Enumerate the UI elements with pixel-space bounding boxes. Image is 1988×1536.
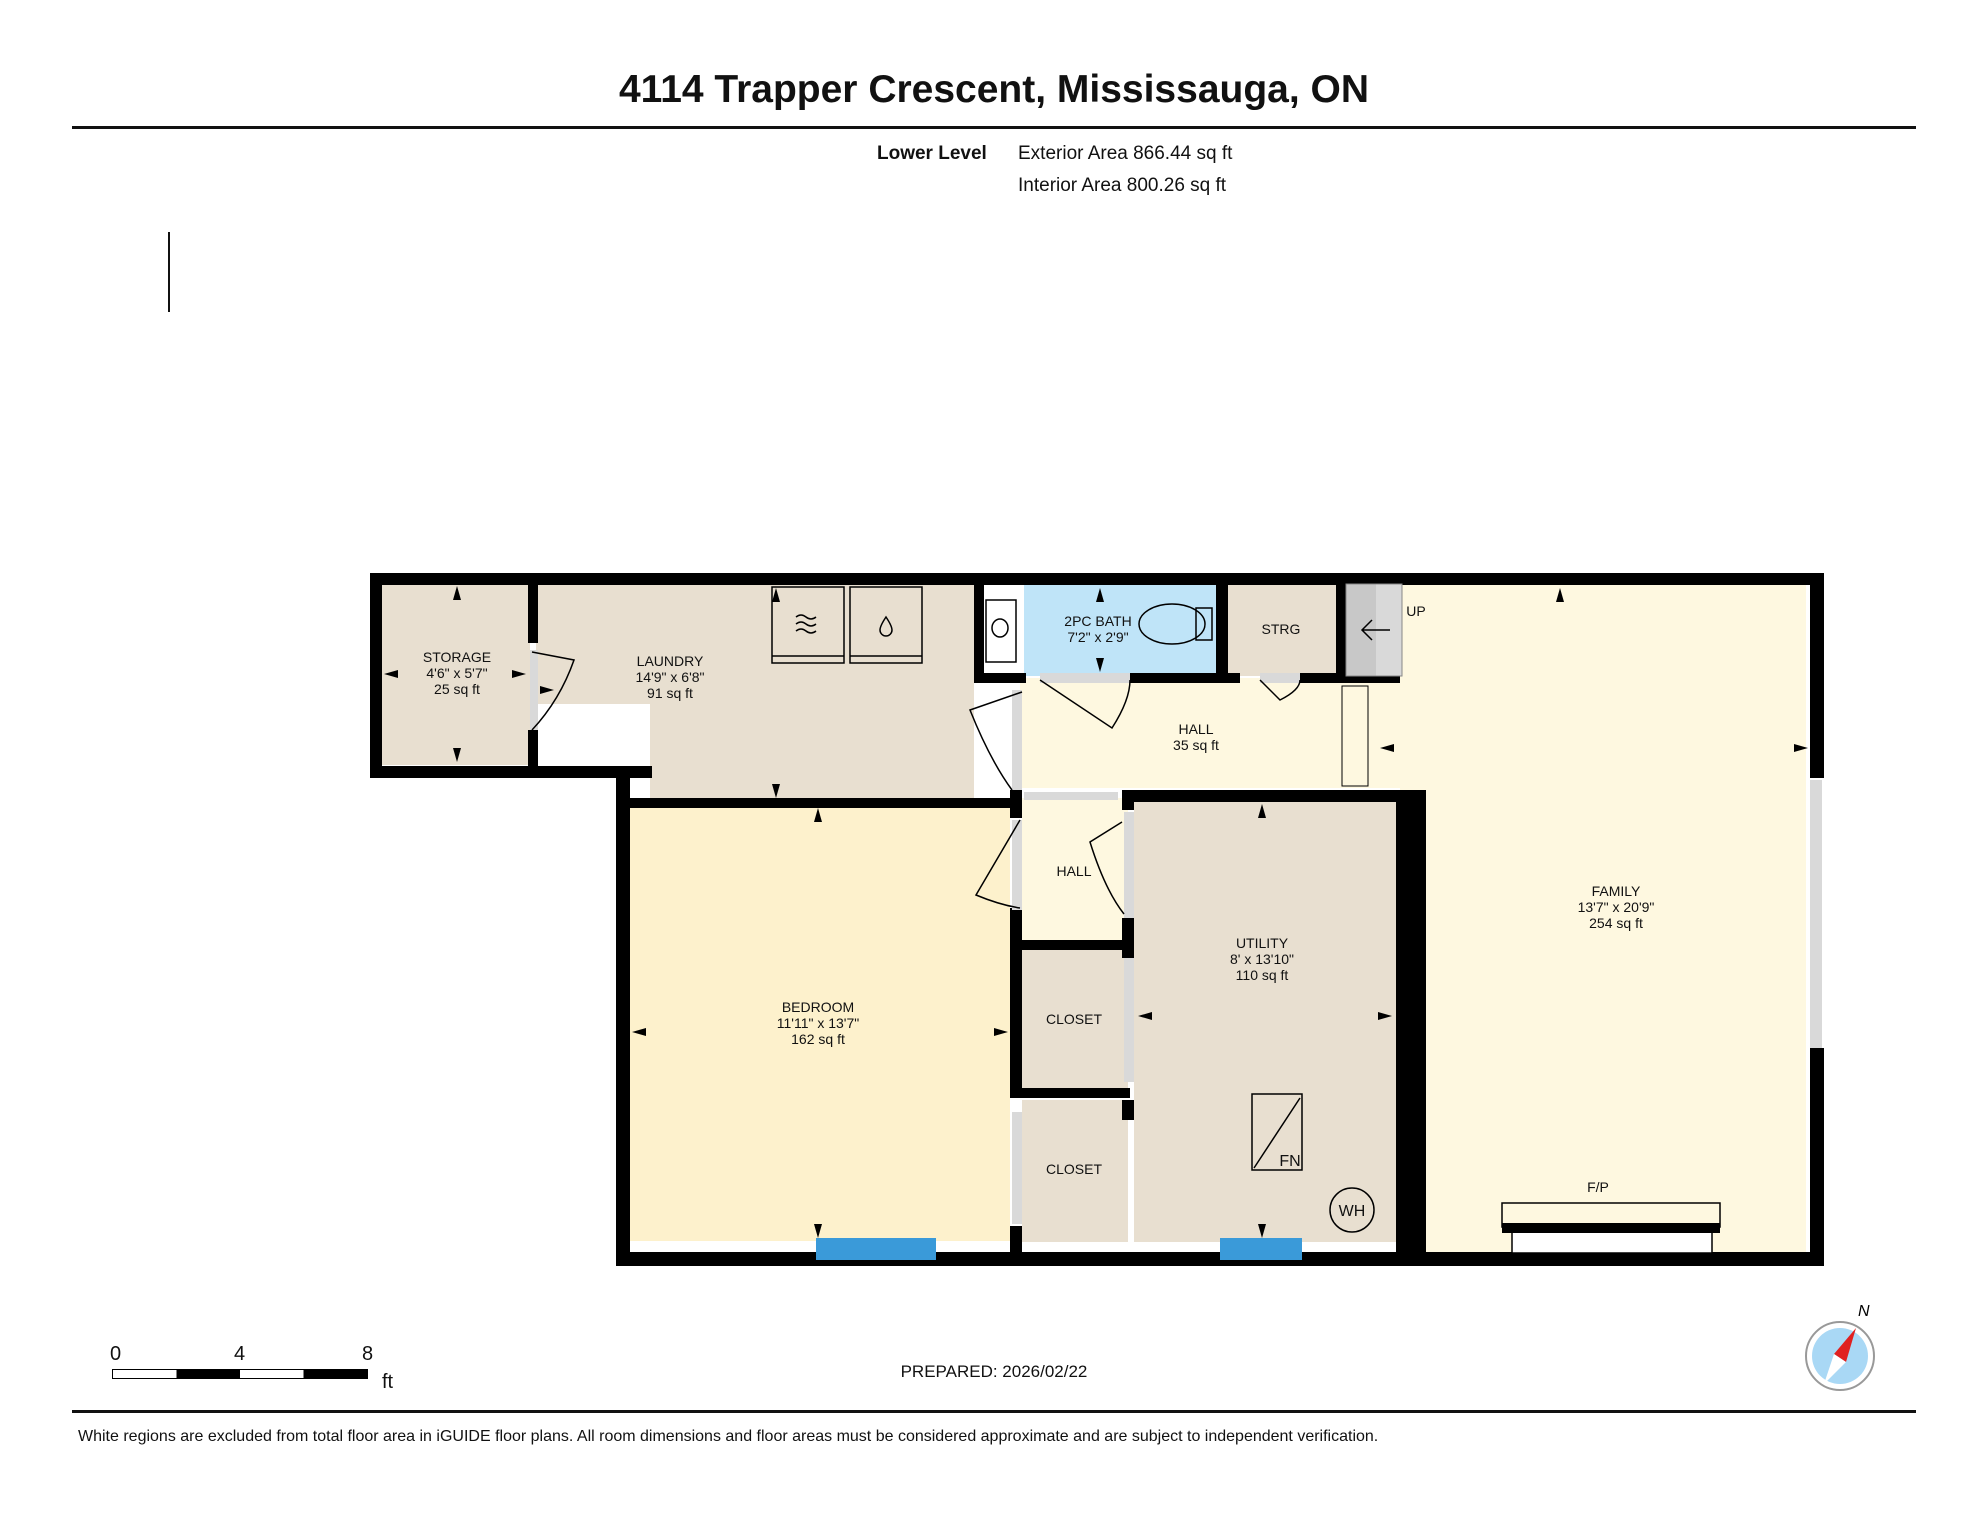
furnace-label: FN — [1279, 1153, 1300, 1170]
interior-area: Interior Area 800.26 sq ft — [1018, 175, 1227, 196]
bath-name: 2PC BATH — [1064, 613, 1131, 629]
storage-area: 25 sq ft — [434, 681, 480, 697]
dimension-arrows — [384, 586, 1808, 1238]
scale-tick-4: 4 — [234, 1343, 246, 1365]
family-area: 254 sq ft — [1589, 915, 1643, 931]
exterior-area: Exterior Area 866.44 sq ft — [1018, 143, 1233, 164]
storage-fill — [380, 584, 530, 765]
closet-2-name: CLOSET — [1046, 1161, 1102, 1177]
bath-dims: 7'2" x 2'9" — [1067, 629, 1128, 645]
scale-tick-8: 8 — [362, 1343, 374, 1365]
water-heater-label: WH — [1339, 1203, 1366, 1220]
utility-area: 110 sq ft — [1236, 967, 1289, 983]
laundry-name: LAUNDRY — [637, 653, 704, 669]
compass-north-label: N — [1858, 1303, 1870, 1320]
room-labels: STORAGE 4'6" x 5'7" 25 sq ft LAUNDRY 14'… — [423, 603, 1655, 1220]
bedroom-fill — [630, 806, 1010, 1241]
hall-upper-area: 35 sq ft — [1173, 737, 1219, 753]
hall-upper-name: HALL — [1178, 721, 1213, 737]
strg-name: STRG — [1262, 621, 1301, 637]
compass-icon: N — [1805, 1303, 1875, 1391]
utility-dims: 8' x 13'10" — [1230, 951, 1294, 967]
closet-1-name: CLOSET — [1046, 1011, 1102, 1027]
stairs — [1341, 583, 1403, 787]
up-label: UP — [1406, 603, 1425, 619]
scale-bar-graphic — [112, 1369, 368, 1379]
storage-dims: 4'6" x 5'7" — [426, 665, 487, 681]
utility-fill — [1134, 800, 1396, 1242]
scale-tick-0: 0 — [110, 1343, 122, 1365]
fireplace-label: F/P — [1587, 1179, 1609, 1195]
footer-rule — [72, 1410, 1916, 1413]
footer-disclaimer: White regions are excluded from total fl… — [78, 1428, 1379, 1445]
strg-fill — [1228, 584, 1336, 676]
vertical-marker — [168, 232, 170, 312]
bedroom-area: 162 sq ft — [791, 1031, 845, 1047]
closet-2-fill — [1022, 1100, 1128, 1242]
utility-name: UTILITY — [1236, 935, 1289, 951]
hall-upper-fill — [1020, 678, 1400, 788]
compass: N — [1800, 1300, 1890, 1405]
bedroom-dims: 11'11" x 13'7" — [777, 1015, 860, 1031]
level-label: Lower Level — [877, 143, 987, 164]
hall-lower-fill — [1022, 798, 1128, 940]
doors — [531, 651, 1301, 915]
laundry-fill-bottom — [650, 700, 974, 800]
scale-unit: ft — [382, 1371, 394, 1393]
closet-1-fill — [1022, 950, 1128, 1092]
family-name: FAMILY — [1592, 883, 1641, 899]
page-title: 4114 Trapper Crescent, Mississauga, ON — [618, 68, 1370, 111]
bedroom-name: BEDROOM — [782, 999, 854, 1015]
family-dims: 13'7" x 20'9" — [1578, 899, 1655, 915]
laundry-fill-top — [536, 584, 974, 704]
bath-fill — [1024, 584, 1216, 676]
header-rule — [72, 126, 1916, 129]
window-utility — [1220, 1238, 1302, 1260]
window-bedroom — [816, 1238, 936, 1260]
storage-name: STORAGE — [423, 649, 491, 665]
openings — [530, 650, 1822, 1224]
laundry-dims: 14'9" x 6'8" — [636, 669, 705, 685]
hall-lower-name: HALL — [1056, 863, 1091, 879]
laundry-area: 91 sq ft — [647, 685, 693, 701]
family-fill — [1400, 584, 1806, 1254]
prepared-date: PREPARED: 2026/02/22 — [900, 1362, 1088, 1381]
